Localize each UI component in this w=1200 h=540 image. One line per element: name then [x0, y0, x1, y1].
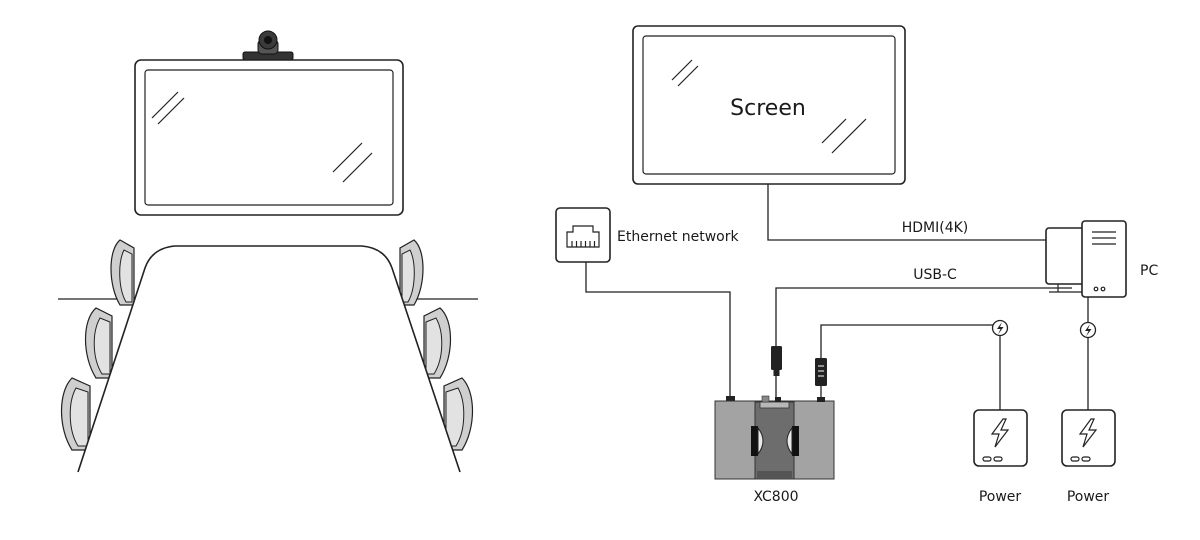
- screen-display: Screen: [632, 25, 906, 185]
- ethernet-label: Ethernet network: [617, 229, 740, 245]
- xc800-label: XC800: [753, 489, 798, 505]
- power-connector: [815, 358, 827, 386]
- desktop-pc-icon: [1045, 220, 1127, 298]
- screen-label: Screen: [730, 96, 806, 121]
- power-label-2: Power: [1067, 489, 1110, 505]
- xc800-device: [714, 395, 835, 480]
- lightning-bolt-icon: [991, 319, 1009, 337]
- hdmi-label: HDMI(4K): [902, 220, 969, 236]
- usbc-connector: [771, 346, 782, 376]
- camera-icon: [242, 30, 294, 61]
- usbc-label: USB-C: [913, 267, 957, 283]
- lightning-bolt-icon: [1079, 321, 1097, 339]
- chairs-left: [60, 239, 135, 451]
- power-bank-icon: [973, 409, 1028, 467]
- power-cable-device: [820, 324, 1000, 400]
- ethernet-plug: [726, 396, 735, 403]
- chairs-right: [399, 239, 474, 451]
- meeting-room-illustration: [58, 30, 478, 473]
- ethernet-cable: [585, 262, 731, 398]
- hdmi-cable: [767, 184, 1046, 241]
- power-label-1: Power: [979, 489, 1022, 505]
- ethernet-port-icon: [555, 207, 611, 263]
- room-display: [134, 59, 404, 216]
- conference-table: [77, 245, 461, 473]
- power-bank-icon: [1061, 409, 1116, 467]
- pc-label: PC: [1140, 263, 1158, 279]
